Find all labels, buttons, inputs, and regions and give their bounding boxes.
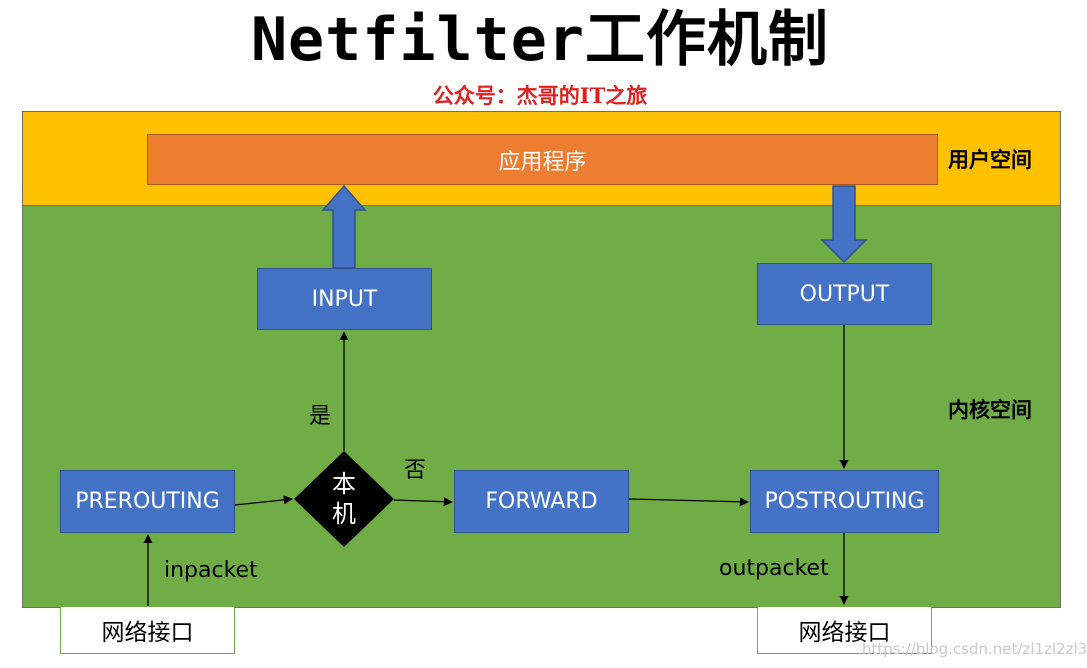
watermark-text: https://blog.csdn.net/zl1zl2zl3	[862, 640, 1087, 658]
kernel-space-label: 内核空间	[948, 398, 1032, 422]
network-interface-in-box: 网络接口	[60, 606, 235, 654]
inpacket-edge-label: inpacket	[164, 558, 258, 583]
forward-chain-box: FORWARD	[454, 470, 629, 533]
postrouting-chain-box: POSTROUTING	[750, 470, 939, 533]
user-space-label: 用户空间	[948, 148, 1032, 172]
network-interface-out-box: 网络接口	[757, 606, 932, 654]
diagram-subtitle: 公众号：杰哥的IT之旅	[432, 83, 648, 108]
input-chain-box: INPUT	[257, 268, 432, 330]
yes-edge-label: 是	[309, 404, 332, 429]
output-chain-box: OUTPUT	[757, 263, 932, 325]
prerouting-chain-box: PREROUTING	[60, 470, 235, 533]
diagram-title: Netfilter工作机制	[250, 5, 830, 75]
decision-label-line2: 机	[332, 500, 356, 528]
outpacket-edge-label: outpacket	[719, 556, 829, 581]
decision-label-line1: 本	[332, 470, 356, 498]
decision-label: 本 机	[312, 469, 376, 529]
no-edge-label: 否	[404, 458, 427, 483]
application-box: 应用程序	[147, 134, 938, 185]
